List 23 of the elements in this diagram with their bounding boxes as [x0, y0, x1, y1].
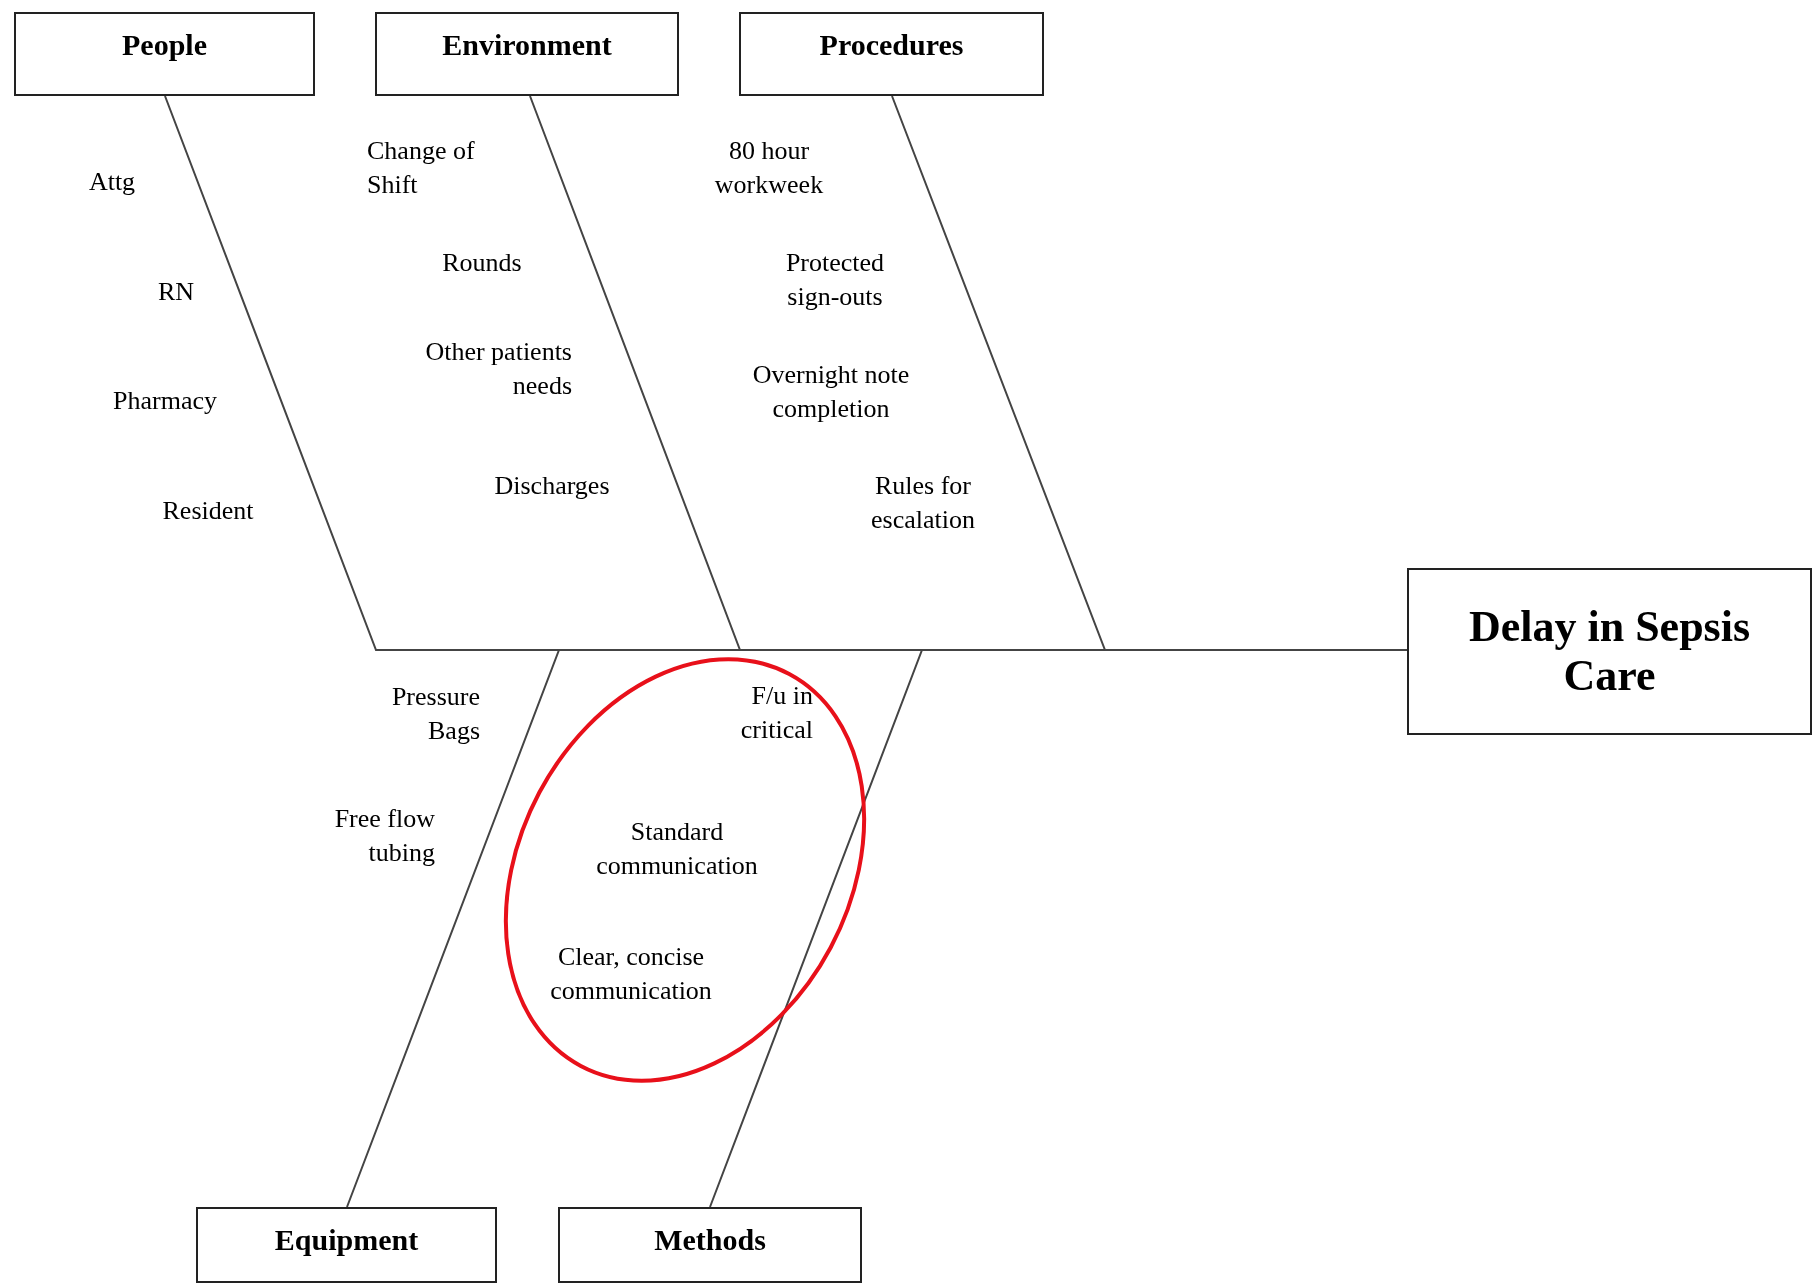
cause-label: 80 hour workweek: [713, 135, 825, 201]
cause-label: Other patients needs: [424, 336, 572, 402]
cause-label: F/u in critical: [739, 680, 813, 746]
cause-label: Free flow tubing: [333, 803, 435, 869]
cause-label: Change of Shift: [367, 135, 476, 201]
category-box: Methods: [558, 1207, 862, 1283]
cause-label: Discharges: [493, 470, 611, 503]
cause-label: Resident: [161, 495, 255, 528]
effect-box: Delay in Sepsis Care: [1407, 568, 1812, 735]
cause-label: Overnight note completion: [751, 359, 911, 425]
cause-label: Rounds: [441, 247, 523, 280]
category-box: People: [14, 12, 315, 96]
cause-label: RN: [156, 276, 196, 309]
cause-label: Attg: [87, 166, 137, 199]
cause-label: Pressure Bags: [390, 681, 480, 747]
cause-label: Protected sign-outs: [784, 247, 886, 313]
category-box: Equipment: [196, 1207, 497, 1283]
category-box: Procedures: [739, 12, 1044, 96]
category-box: Environment: [375, 12, 679, 96]
cause-label: Rules for escalation: [870, 470, 976, 536]
cause-label: Standard communication: [595, 816, 759, 882]
cause-label: Clear, concise communication: [549, 941, 713, 1007]
cause-label: Pharmacy: [112, 385, 218, 418]
